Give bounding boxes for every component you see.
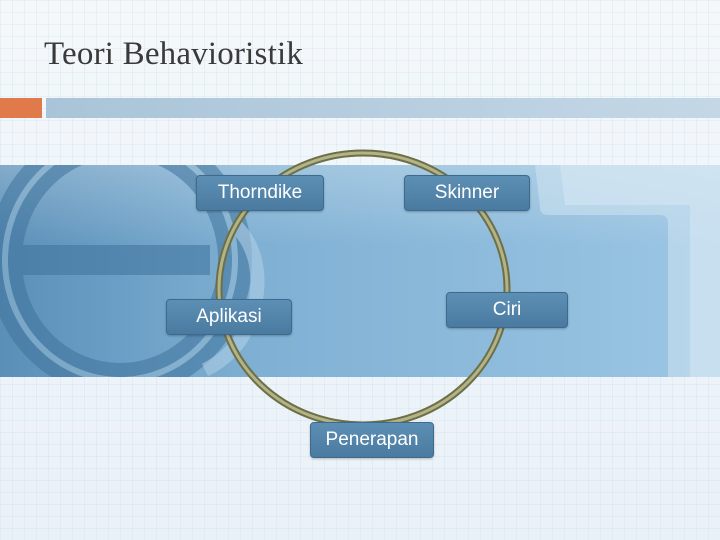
accent-bar-blue (46, 98, 720, 118)
accent-bar-orange (0, 98, 42, 118)
slide-title: Teori Behavioristik (44, 36, 304, 72)
node-penerapan: Penerapan (310, 422, 434, 458)
node-label: Skinner (434, 182, 500, 203)
banner-image (0, 165, 720, 377)
node-label: Penerapan (325, 429, 419, 450)
node-label: Ciri (492, 299, 522, 320)
node-aplikasi: Aplikasi (166, 299, 292, 335)
node-ciri: Ciri (446, 292, 568, 328)
node-label: Thorndike (217, 182, 303, 203)
node-skinner: Skinner (404, 175, 530, 211)
node-thorndike: Thorndike (196, 175, 324, 211)
node-label: Aplikasi (196, 306, 262, 327)
